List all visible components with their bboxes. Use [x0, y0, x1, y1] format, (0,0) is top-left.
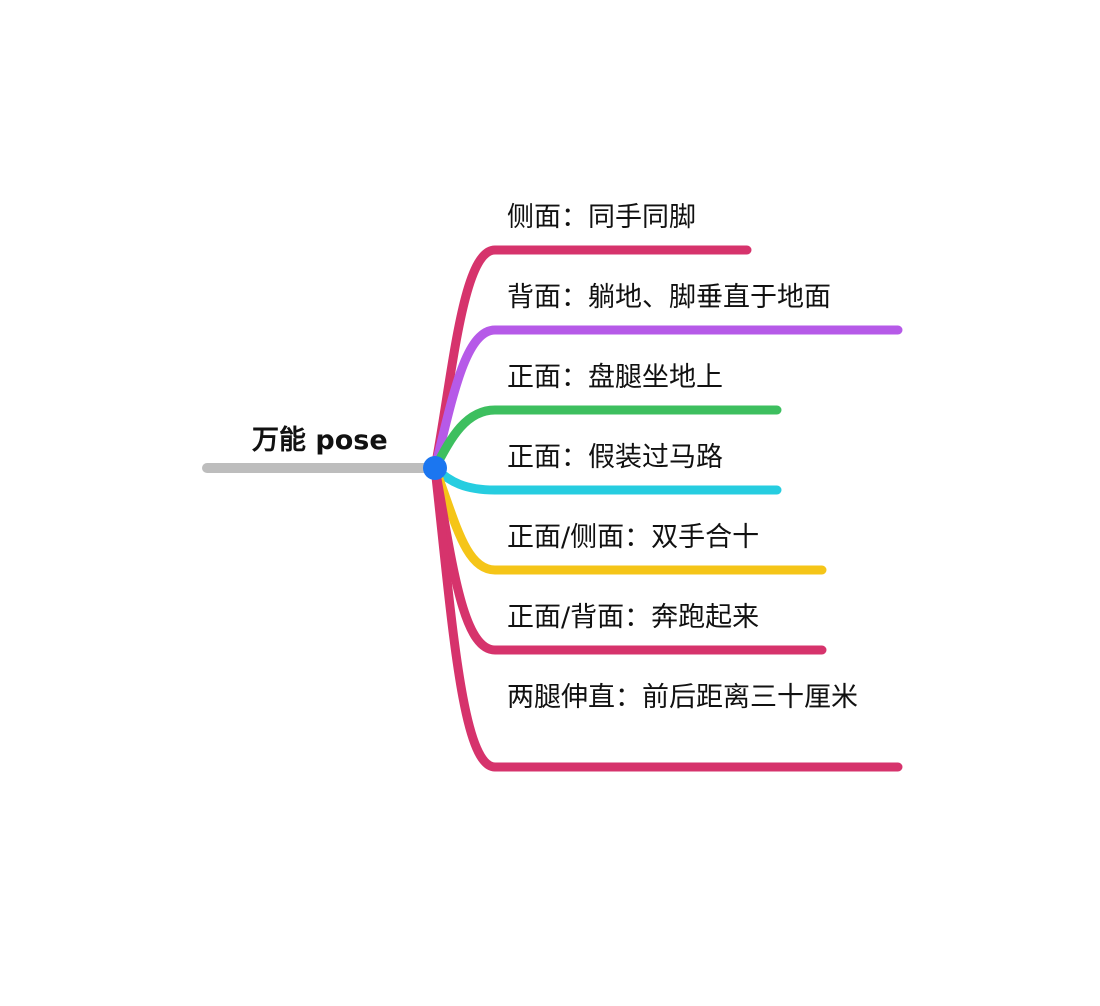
topic-front-cross-legged[interactable]: 正面：盘腿坐地上: [507, 362, 723, 393]
topic-front-back-running[interactable]: 正面/背面：奔跑起来: [507, 602, 760, 633]
branch-line-2: [430, 325, 903, 473]
root-topic-label[interactable]: 万能 pose: [252, 425, 388, 456]
topic-back-lie-down[interactable]: 背面：躺地、脚垂直于地面: [507, 282, 831, 313]
root-node[interactable]: [423, 456, 447, 480]
topic-side-same-hand-foot[interactable]: 侧面：同手同脚: [507, 202, 696, 233]
branch-line-7: [430, 463, 903, 772]
topic-front-side-palms[interactable]: 正面/侧面：双手合十: [507, 522, 760, 553]
topic-front-cross-road[interactable]: 正面：假装过马路: [507, 442, 723, 473]
topic-legs-straight[interactable]: 两腿伸直：前后距离三十厘米: [507, 682, 858, 713]
